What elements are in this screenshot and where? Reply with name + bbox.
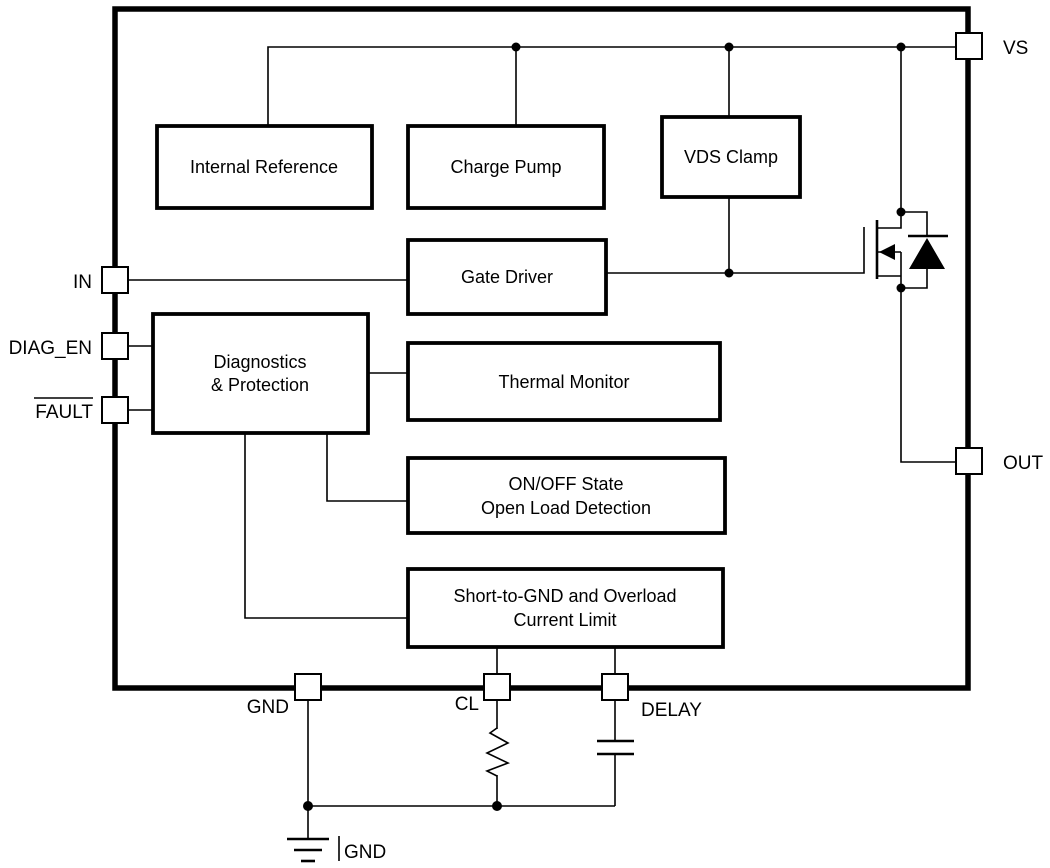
block-label: Diagnostics — [213, 352, 306, 372]
pin-label-delay: DELAY — [641, 700, 702, 721]
body-diode-wire — [901, 268, 928, 289]
block-label: & Protection — [211, 375, 309, 395]
pin-label-out: OUT — [1003, 453, 1044, 474]
junction-dot — [492, 801, 502, 811]
mosfet-arrow — [879, 244, 895, 260]
block-label: ON/OFF State — [508, 474, 623, 494]
mosfet-symbol — [875, 207, 948, 293]
mosfet-drain-stub — [877, 212, 902, 229]
body-diode-wire — [901, 211, 928, 237]
block-internal-reference: Internal Reference — [155, 124, 374, 210]
diagnostics-to-current-limit-wire — [244, 433, 408, 619]
pin-box-cl — [483, 673, 511, 701]
block-vds-clamp: VDS Clamp — [660, 115, 802, 199]
block-current-limit: Short-to-GND and Overload Current Limit — [406, 567, 725, 649]
junction-dot — [896, 207, 906, 217]
block-diagnostics-protection: Diagnostics & Protection — [151, 312, 370, 435]
pin-box-diag-en — [101, 332, 129, 360]
external-ground-label: GND — [344, 842, 386, 863]
block-label: Internal Reference — [190, 157, 338, 177]
pin-box-delay — [601, 673, 629, 701]
block-charge-pump: Charge Pump — [406, 124, 606, 210]
body-diode-icon — [909, 238, 945, 269]
pin-label-cl: CL — [455, 694, 479, 715]
gate-driver-to-mosfet-wire — [606, 227, 865, 274]
diagnostics-to-open-load-wire — [326, 433, 408, 502]
ground-symbol-icon — [287, 806, 329, 863]
block-gate-driver: Gate Driver — [406, 238, 608, 316]
pin-label-gnd: GND — [247, 697, 289, 718]
pin-label-diag-en: DIAG_EN — [9, 338, 92, 359]
block-label: Current Limit — [513, 610, 616, 630]
junction-dot — [724, 268, 734, 278]
junction-dot — [896, 42, 906, 52]
vs-rail-wire — [267, 46, 957, 126]
block-label: Gate Driver — [461, 267, 553, 287]
resistor-icon — [485, 727, 511, 777]
junction-dot — [511, 42, 521, 52]
pin-box-in — [101, 266, 129, 294]
junction-dot — [724, 42, 734, 52]
pin-label-vs: VS — [1003, 38, 1028, 59]
block-label: Open Load Detection — [481, 498, 651, 518]
block-thermal-monitor: Thermal Monitor — [406, 341, 722, 422]
pin-box-vs — [955, 32, 983, 60]
block-label: Short-to-GND and Overload — [453, 586, 676, 606]
pin-box-fault — [101, 396, 129, 424]
pin-box-out — [955, 447, 983, 475]
block-label: VDS Clamp — [684, 147, 778, 167]
pin-box-gnd — [294, 673, 322, 701]
block-open-load-detection: ON/OFF State Open Load Detection — [406, 456, 727, 535]
pin-label-fault: FAULT — [35, 402, 93, 423]
block-label: Thermal Monitor — [498, 372, 629, 392]
pin-label-in: IN — [73, 272, 92, 293]
mosfet-to-out-wire — [900, 288, 956, 463]
block-label: Charge Pump — [450, 157, 561, 177]
